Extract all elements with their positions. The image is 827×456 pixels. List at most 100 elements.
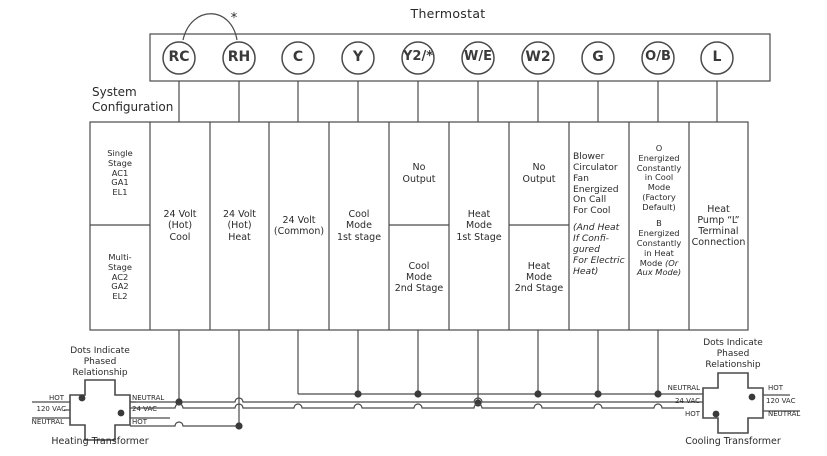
wire-24vac-cool-hot — [130, 403, 684, 409]
desc-w2-bottom-line: Heat — [527, 260, 551, 272]
terminal-y-circle — [341, 41, 375, 75]
terminal-o-b-label: O/B — [645, 49, 671, 64]
desc-rh-line: (Hot) — [227, 220, 252, 232]
desc-y2-top-line: No — [412, 162, 426, 174]
desc-ob-line: in Cool — [644, 172, 674, 183]
cooling-primary-hot-label: HOT — [768, 384, 784, 392]
cooling-transformer-note: Phased — [716, 349, 750, 359]
wire-junction-dot — [594, 390, 602, 398]
desc-ob-line: Constantly — [636, 162, 682, 173]
desc-we-line: 1st Stage — [456, 231, 502, 243]
desc-g-line: Energized — [573, 183, 619, 195]
desc-c-line: 24 Volt — [282, 214, 316, 226]
desc-ob-line: Energized — [638, 152, 680, 163]
cooling-secondary-hot-label: HOT — [684, 410, 700, 418]
config-multi-stage-line: Stage — [108, 261, 132, 272]
heating-secondary-hot-label: HOT — [132, 418, 148, 426]
terminal-l-label: L — [712, 49, 722, 65]
heating-secondary-voltage-label: 24 VAC — [132, 405, 158, 413]
wire-junction-dot — [534, 390, 542, 398]
terminal-y2-circle — [401, 41, 435, 75]
desc-w2-top-line: Output — [522, 173, 556, 185]
config-single-stage-line: Single — [107, 148, 133, 159]
desc-g-note-line: If Confi- — [573, 233, 609, 245]
desc-rh: 24 Volt(Hot)Heat — [210, 122, 269, 330]
desc-rh-line: 24 Volt — [222, 209, 257, 221]
desc-we-line: Heat — [467, 209, 491, 221]
desc-w2-bottom-line: 2nd Stage — [514, 283, 564, 295]
desc-g-line: Circulator — [573, 161, 618, 173]
terminal-y-label: Y — [352, 49, 364, 65]
heating-phase-dot — [117, 409, 125, 417]
desc-y-line: Mode — [346, 220, 372, 232]
terminal-g-label: G — [592, 49, 604, 65]
system-configuration-label: System Configuration — [92, 85, 174, 115]
desc-ob-b-line: Aux Mode) — [636, 267, 682, 278]
desc-y2-bottom-line: Cool — [408, 260, 430, 272]
terminal-w2-label: W2 — [525, 49, 551, 65]
heating-transformer-note: Relationship — [72, 368, 128, 378]
desc-l-line: Terminal — [698, 226, 739, 237]
desc-ob-line: (Factory — [642, 191, 676, 202]
desc-g-note-line: gured — [573, 243, 600, 255]
config-single-stage-line: Stage — [108, 157, 132, 168]
desc-g-line: Fan — [573, 172, 589, 184]
desc-ob-line: Default) — [642, 201, 676, 212]
terminal-rh-label: RH — [227, 49, 251, 65]
terminal-rc-circle — [162, 41, 196, 75]
config-single-stage-line: AC1 — [111, 167, 129, 178]
desc-y2-bottom-line: 2nd Stage — [394, 283, 444, 295]
desc-y2-top-line: Output — [402, 173, 436, 185]
desc-rc-text: 24 Volt(Hot)Cool — [163, 209, 196, 243]
desc-c-line: (Common) — [273, 226, 325, 237]
wire-junction-dot — [654, 390, 662, 398]
cooling-transformer-note: Relationship — [705, 360, 761, 370]
wire-junction-dot — [474, 399, 482, 407]
cooling-secondary-neutral-label: NEUTRAL — [667, 384, 700, 392]
desc-w2-top-line: No — [532, 162, 546, 174]
desc-rc-line: 24 Volt — [163, 209, 197, 221]
desc-ob-line: O — [655, 143, 663, 153]
config-multi-stage-line: AC2 — [111, 271, 129, 282]
desc-ob-b-line: in Heat — [644, 247, 674, 258]
cooling-phase-dot — [748, 393, 756, 401]
desc-we-line: Mode — [466, 220, 492, 232]
heating-secondary-neutral-label: NEUTRAL — [132, 394, 165, 402]
heating-transformer-symbol — [69, 379, 131, 441]
diagram-title: Thermostat — [410, 6, 486, 21]
terminal-rc-label: RC — [168, 49, 190, 65]
terminal-w-e-circle — [461, 41, 495, 75]
terminal-y2-label: Y2/* — [402, 49, 433, 64]
heating-primary-neutral-label: NEUTRAL — [31, 418, 64, 426]
heating-transformer-note: Dots Indicate — [70, 346, 130, 356]
wire-heating-neutral — [130, 397, 684, 403]
config-single-stage-line: EL1 — [112, 187, 128, 198]
terminal-o-b-circle — [641, 41, 675, 75]
terminal-strip-frame — [149, 33, 771, 82]
desc-c: 24 Volt(Common) — [269, 122, 329, 330]
desc-g-line: On Call — [573, 194, 607, 206]
desc-rh-text: 24 Volt(Hot)Heat — [223, 209, 256, 243]
heating-transformer-note: Phased — [83, 357, 117, 367]
desc-g-line: Blower — [573, 151, 605, 162]
config-multi-stage-line: Multi- — [108, 252, 132, 263]
wire-rh-heating-hot — [130, 421, 239, 427]
terminal-rh-circle — [222, 41, 256, 75]
desc-ob-b-line: B — [656, 218, 662, 229]
heating-transformer-caption: Heating Transformer — [51, 436, 149, 447]
rc-rh-jumper — [182, 13, 238, 41]
